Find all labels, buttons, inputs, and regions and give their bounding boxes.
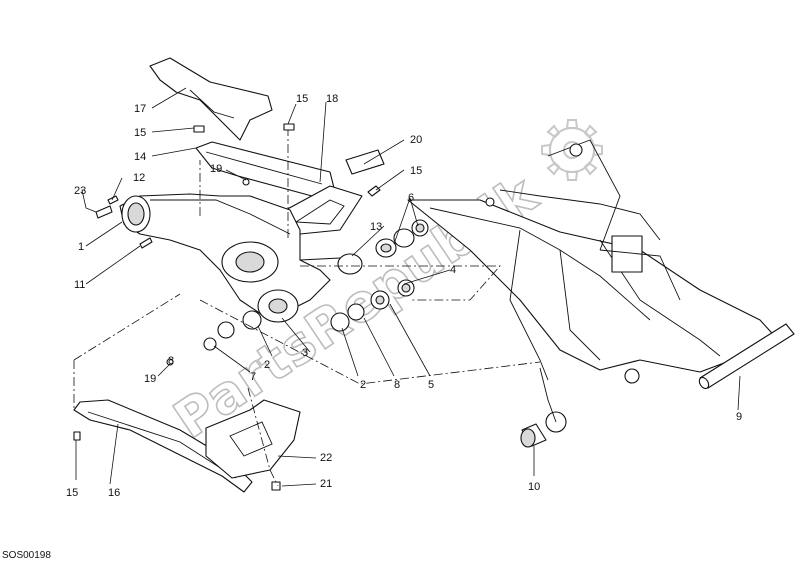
callout-7: 7	[250, 371, 256, 383]
fasteners	[73, 123, 381, 491]
callout-2-right: 2	[360, 379, 366, 391]
chain-guard	[149, 57, 273, 141]
callout-18: 18	[326, 93, 338, 105]
callout-17: 17	[134, 103, 146, 115]
drawing-code: SOS00198	[2, 550, 51, 561]
callout-2-left: 2	[264, 359, 270, 371]
callout-23: 23	[74, 185, 86, 197]
callout-12: 12	[133, 172, 145, 184]
assembly-lines	[73, 130, 541, 487]
callout-15-right: 15	[410, 165, 422, 177]
watermark-gear-icon	[541, 119, 603, 181]
callout-15: 15	[134, 127, 146, 139]
callout-22: 22	[320, 452, 332, 464]
callout-15-lower: 15	[66, 487, 78, 499]
cover-plate	[281, 185, 363, 235]
callout-5: 5	[428, 379, 434, 391]
callout-20: 20	[410, 134, 422, 146]
callout-6: 6	[408, 192, 414, 204]
frame	[407, 139, 781, 433]
callout-19-lower: 19	[144, 373, 156, 385]
pivot-shaft	[698, 323, 795, 390]
callouts: 17 15 14 19 23 12 1 11 15 18 20 15 6 13 …	[66, 93, 742, 499]
callout-3: 3	[302, 347, 308, 359]
callout-14: 14	[134, 151, 146, 163]
callout-10: 10	[528, 481, 540, 493]
callout-11: 11	[74, 279, 85, 291]
callout-8-top: 8	[168, 355, 174, 367]
callout-15-top: 15	[296, 93, 308, 105]
callout-21: 21	[320, 478, 332, 490]
swingarm	[119, 193, 341, 323]
leader-lines	[75, 87, 741, 487]
decal	[345, 149, 385, 175]
bearing-set-upper	[337, 219, 429, 297]
callout-19: 19	[210, 163, 222, 175]
callout-4: 4	[450, 264, 456, 276]
bearing-set-lower	[203, 290, 390, 351]
callout-13: 13	[370, 221, 382, 233]
callout-1: 1	[78, 241, 84, 253]
bracket-plate	[205, 399, 301, 479]
callout-9: 9	[736, 411, 742, 423]
callout-8: 8	[394, 379, 400, 391]
callout-16: 16	[108, 487, 120, 499]
bushing	[520, 423, 547, 448]
